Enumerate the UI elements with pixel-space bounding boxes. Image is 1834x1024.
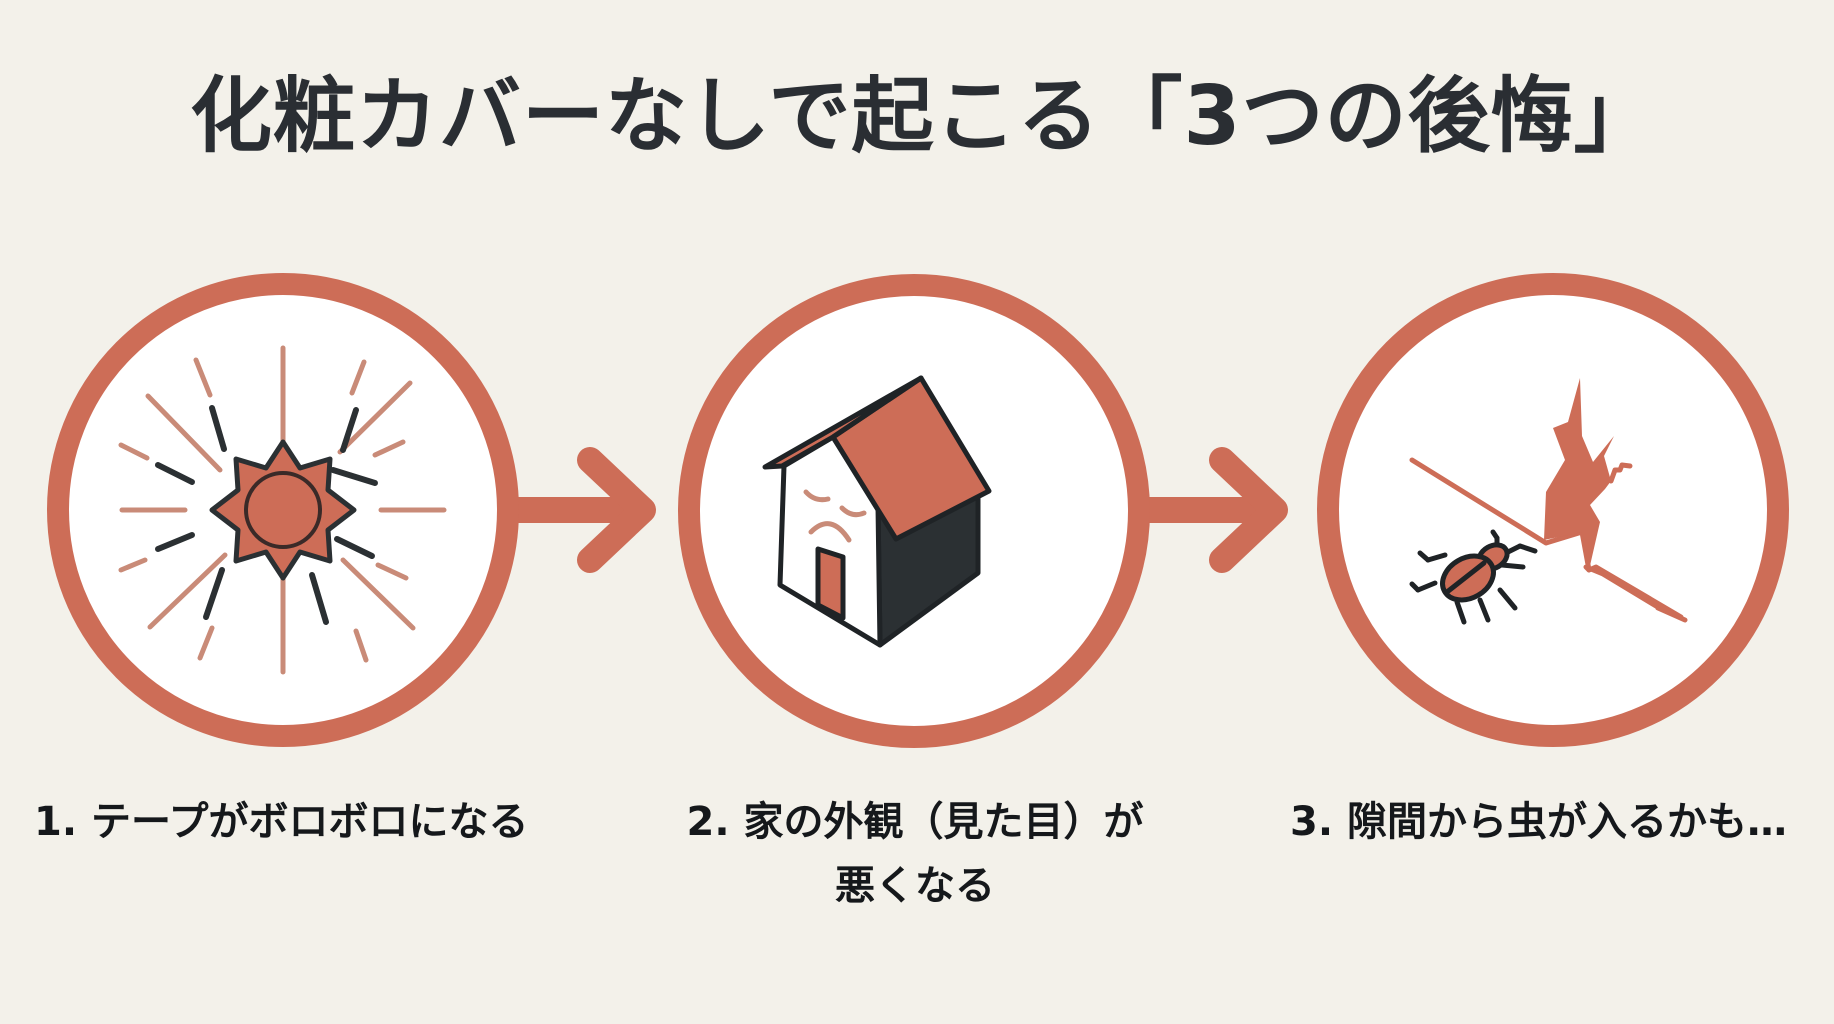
step-3-circle [1317,273,1789,747]
step-2-caption: 2. 家の外観（見た目）が 悪くなる [660,790,1170,918]
arrow-right-icon [502,447,656,573]
page-title: 化粧カバーなしで起こる「3つの後悔」 [190,69,1657,164]
step-1-caption-line: 1. テープがボロボロになる [34,799,529,845]
crack-icon [1409,378,1688,623]
step-3-caption: 3. 隙間から虫が入るかも… [1290,790,1830,854]
step-2-caption-line-1: 2. 家の外観（見た目）が [686,799,1144,845]
step-2-circle [678,274,1150,748]
step-1-caption: 1. テープがボロボロになる [20,790,564,854]
arrow-right-icon [1132,447,1288,573]
step-1-circle [47,273,519,747]
bug-icon [1409,529,1538,625]
sun-icon [118,345,447,675]
step-2-caption-line-2: 悪くなる [835,863,995,909]
step-3-caption-line: 3. 隙間から虫が入るかも… [1290,799,1787,845]
sad-house-icon [762,375,992,648]
